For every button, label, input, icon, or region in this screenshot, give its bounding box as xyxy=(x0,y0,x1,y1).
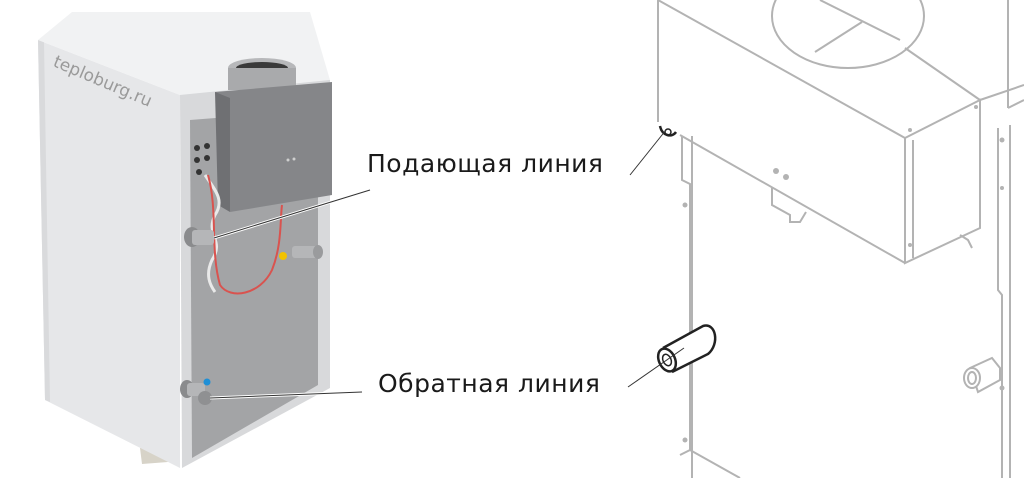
supply-marker-dot xyxy=(279,252,287,260)
return-leader-line xyxy=(209,391,363,399)
supply-line-label: Подающая линия xyxy=(367,149,604,178)
red-wire xyxy=(207,174,283,295)
flue-box-front xyxy=(215,82,332,212)
boiler-line-drawing xyxy=(657,0,1024,478)
line-drawing-screws xyxy=(682,105,1005,443)
supply-leader-line xyxy=(213,189,371,239)
return-line-label: Обратная линия xyxy=(378,369,601,398)
drawing-return-pipe xyxy=(656,324,717,374)
return-marker-dot xyxy=(203,378,211,386)
drawing-supply-leader xyxy=(629,129,667,176)
drawing-side-fitting xyxy=(963,356,1001,394)
flue-box-side xyxy=(215,92,230,212)
side-fitting xyxy=(292,246,318,258)
boiler-side-panel xyxy=(38,40,180,468)
drawing-return-leader xyxy=(627,347,685,388)
supply-pipe xyxy=(192,230,214,245)
